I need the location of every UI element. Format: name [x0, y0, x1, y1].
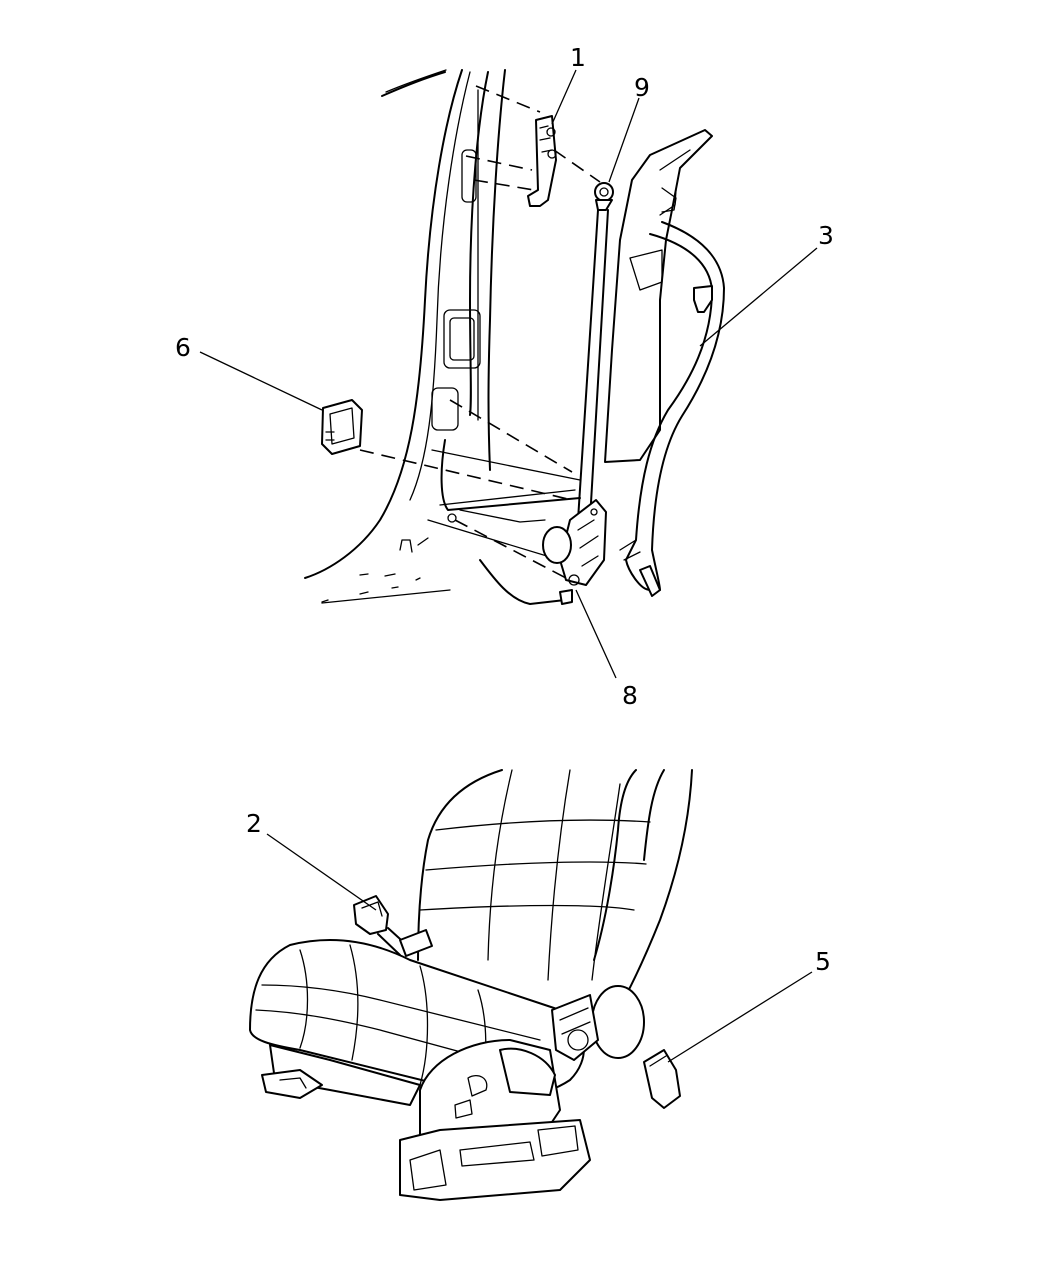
callout-8: 8 — [622, 681, 638, 710]
leader-lines — [199, 69, 818, 1063]
callout-6: 6 — [175, 333, 191, 362]
b-pillar-assembly — [304, 69, 725, 605]
callout-9: 9 — [634, 73, 650, 102]
seat-assembly — [249, 769, 693, 1201]
part-2-buckle — [353, 895, 433, 957]
part-9-d-ring — [594, 182, 614, 211]
callout-5: 5 — [815, 947, 831, 976]
part-8-retractor — [542, 499, 607, 605]
callout-2: 2 — [246, 809, 262, 838]
callout-1: 1 — [570, 43, 586, 72]
part-1-upper-anchor — [527, 115, 557, 207]
part-5-recliner — [551, 985, 681, 1109]
callout-3: 3 — [818, 221, 834, 250]
part-3-pillar-trim — [604, 129, 725, 597]
part-6-plug — [321, 399, 363, 455]
